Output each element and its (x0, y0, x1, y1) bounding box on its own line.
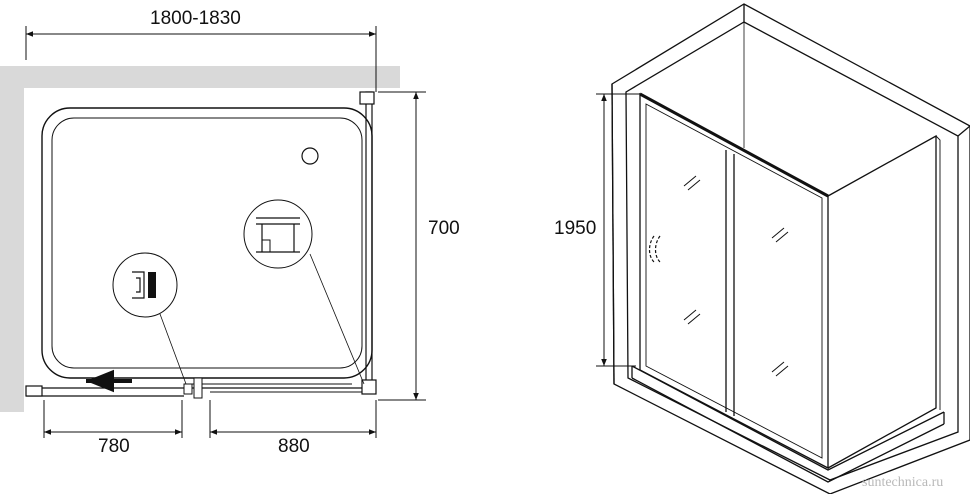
depth-label: 700 (428, 218, 460, 239)
depth-dimension (378, 91, 426, 401)
top-corner-bracket (359, 91, 375, 105)
door-handle-icon (648, 235, 661, 263)
door-left-dimension (43, 400, 183, 438)
shower-tray-inner (51, 117, 363, 369)
side-panel (827, 134, 937, 469)
door-handle-right (193, 377, 203, 399)
door-right-dimension (209, 400, 377, 438)
watermark: suntechnica.ru (862, 475, 944, 490)
front-view (596, 3, 970, 495)
left-wall-bracket (25, 385, 43, 397)
profile-detail-callout-left (112, 252, 187, 385)
door-right-width-label: 880 (278, 436, 310, 457)
side-wall (0, 66, 24, 412)
side-panel-profile (365, 91, 373, 389)
plan-view (0, 26, 426, 438)
door-handle-left (183, 383, 193, 395)
base-tray (631, 365, 945, 471)
height-dimension (596, 93, 640, 367)
shower-tray-outer (41, 107, 373, 379)
width-dimension (25, 26, 377, 92)
overall-width-label: 1800-1830 (150, 8, 241, 29)
glass-reflection-marks (683, 175, 789, 377)
profile-detail-callout-right (243, 199, 365, 385)
back-wall (0, 66, 400, 88)
niche-outline (611, 3, 970, 495)
height-label: 1950 (554, 218, 597, 239)
door-left-width-label: 780 (98, 436, 130, 457)
drain-icon (301, 147, 319, 165)
bottom-corner-bracket (361, 379, 377, 395)
